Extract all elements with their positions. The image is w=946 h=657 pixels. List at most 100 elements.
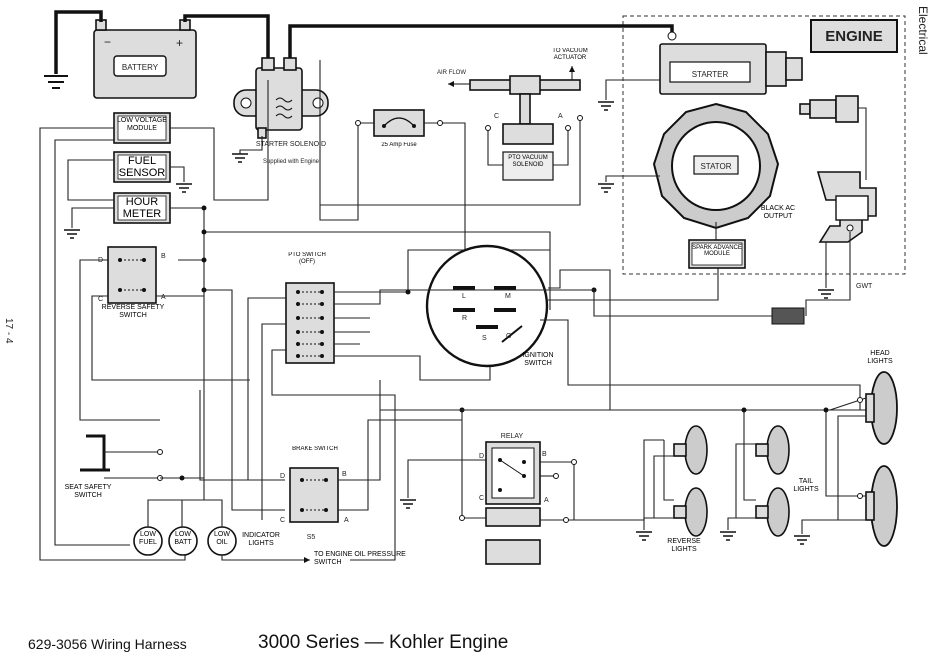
fuse-left-terminal: [355, 120, 361, 126]
hour-meter-ground-icon: [64, 229, 80, 239]
page-number: 17 - 4: [3, 318, 14, 344]
starter: [659, 31, 803, 95]
headlight-ground-wire: [801, 519, 838, 534]
pto-vacuum-solenoid-label: PTO VACUUM SOLENOID: [508, 155, 548, 168]
starter-solenoid: [233, 57, 329, 139]
spark-advance-module-label: SPARK ADVANCE MODULE: [692, 245, 742, 257]
pto-junction: [405, 289, 411, 295]
pto-vac-c-terminal: [485, 125, 491, 131]
brake-switch: [289, 467, 339, 523]
fuel-sensor-ground-icon: [176, 183, 192, 193]
seat-safety-switch: [80, 434, 110, 472]
relay-term-b: B: [542, 451, 547, 458]
pto-vac-a-wire: [553, 128, 569, 166]
lvm-to-solenoid: [170, 80, 269, 201]
reverse-term-a: A: [161, 294, 166, 301]
spark-advance-module: [688, 239, 746, 269]
low-batt-label: LOW BATT: [174, 531, 192, 546]
ign-term-s: S: [482, 335, 487, 342]
harness-trunk: [170, 207, 205, 501]
indicator-bus-right: [182, 499, 223, 527]
indicator-lights-label: INDICATOR LIGHTS: [242, 532, 280, 547]
stator-ground-wire: [605, 175, 660, 182]
gwt-connector: [771, 307, 805, 325]
head-light-lower: [865, 465, 898, 547]
ign-term-r: R: [462, 315, 467, 322]
seat-safety-switch-label: SEAT SAFETY SWITCH: [64, 484, 112, 499]
to-engine-oil-pressure-switch-label: TO ENGINE OIL PRESSURE SWITCH: [314, 551, 406, 566]
starter-cable: [288, 24, 674, 64]
engine-label: ENGINE: [825, 28, 883, 45]
relay-to-reverse-lights: [574, 439, 664, 521]
tail-junction: [741, 407, 747, 413]
pto-vac-to-harness: [320, 118, 581, 206]
ignition-m-wire: [548, 269, 830, 411]
low-batt-light: [168, 526, 198, 556]
head-light-upper: [865, 371, 898, 445]
fuse-label: 25 Amp Fuse: [381, 142, 417, 148]
relay-ground-icon: [400, 499, 416, 509]
starter-ground-wire: [605, 79, 660, 100]
pto-vac-out-terminal: [577, 115, 583, 121]
relay-b-terminal: [571, 459, 577, 465]
relay-out-terminal: [563, 517, 569, 523]
pto-vac-term-c: C: [494, 113, 499, 120]
battery-ground-cable: [54, 10, 103, 74]
hour-meter-label: HOUR METER: [122, 196, 162, 220]
headlight-junction: [823, 407, 829, 413]
junction-3: [201, 257, 207, 263]
harness-wire-2: [54, 139, 130, 546]
reverse-term-c: C: [98, 296, 103, 303]
headlight-lower-feed: [825, 410, 866, 497]
relay-term-d: D: [479, 453, 484, 460]
gwt-to-harness: [410, 289, 772, 317]
headlight-upper-terminal: [857, 397, 863, 403]
coil-gwt-wire: [805, 232, 851, 316]
relay-in-terminal: [459, 515, 465, 521]
relay: [485, 441, 541, 565]
headlight-return: [837, 415, 866, 521]
reverse-safety-switch-label: REVERSE SAFETY SWITCH: [101, 304, 165, 319]
oil-pressure-wire: [221, 555, 310, 561]
air-flow-label: AIR FLOW: [437, 70, 466, 76]
brake-term-b: B: [342, 471, 347, 478]
reverse-safety-switch: [107, 246, 157, 304]
spark-plug-wire: [858, 107, 867, 180]
tail-light-upper: [755, 425, 790, 475]
ign-term-l: L: [462, 293, 466, 300]
harness-wire-3: [67, 159, 114, 201]
to-vacuum-actuator-label: TO VACUUM ACTUATOR: [552, 48, 588, 61]
battery: BATTERY − +: [93, 19, 197, 99]
tail-light-feed: [743, 410, 756, 501]
reverse-light-ground-icon: [636, 531, 652, 541]
low-voltage-module-label: LOW VOLTAGE MODULE: [117, 117, 167, 132]
fuse-right-terminal: [437, 120, 443, 126]
brake-term-a: A: [344, 517, 349, 524]
tail-lights-label: TAIL LIGHTS: [793, 478, 819, 493]
brake-b-wire: [338, 380, 381, 481]
relay-label: RELAY: [501, 433, 524, 440]
pto-vac-term-a: A: [558, 113, 563, 120]
low-fuel-label: LOW FUEL: [139, 531, 157, 546]
harness-to-brake: [204, 289, 285, 511]
pto-vac-c-wire: [487, 128, 503, 166]
starter-ground-icon: [598, 101, 614, 111]
reverse-light-ground-wire: [643, 517, 674, 530]
section-label: Electrical: [916, 6, 930, 55]
pto-vacuum-solenoid: [469, 75, 581, 181]
coil-ground-icon: [818, 289, 834, 299]
pto-left-wire-1: [247, 297, 286, 481]
relay-a-terminal: [553, 473, 559, 479]
tail-light-ground-wire: [727, 517, 736, 530]
hour-meter-ground-wire: [71, 207, 114, 228]
junction-1: [201, 205, 207, 211]
reverse-term-b: B: [161, 253, 166, 260]
ignition-to-headlights: [540, 319, 861, 410]
spark-plug: [799, 95, 859, 123]
reverse-light-return: [653, 455, 674, 518]
starter-solenoid-note: Supplied with Engine: [263, 159, 320, 165]
tail-light-return: [735, 443, 756, 519]
hour-meter: [113, 192, 171, 224]
gwt-label: GWT: [856, 283, 873, 290]
